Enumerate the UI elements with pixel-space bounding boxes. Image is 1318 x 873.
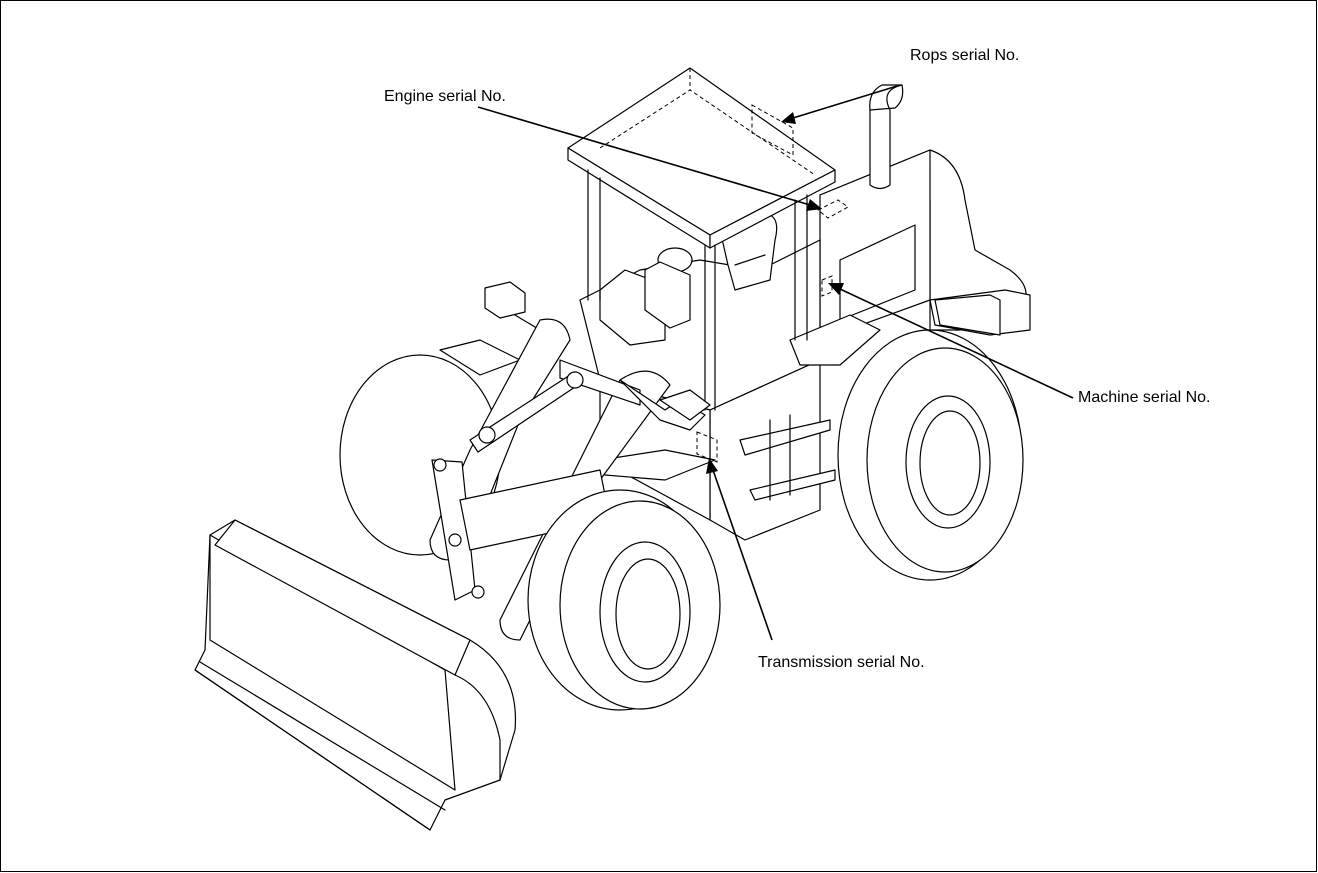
- rops-arrowhead: [781, 112, 796, 124]
- machine-arrowhead: [828, 283, 844, 295]
- rear-wheel: [837, 329, 1024, 581]
- machine-leader-line: [839, 288, 1074, 399]
- rops-serial-label: Rops serial No.: [910, 47, 1020, 64]
- machine-serial-label: Machine serial No.: [1078, 389, 1211, 406]
- engine-hood: [819, 84, 1031, 341]
- engine-serial-label: Engine serial No.: [384, 88, 506, 105]
- rops-leader-line: [792, 85, 898, 119]
- leader-lines: [477, 85, 1074, 641]
- engine-arrowhead: [806, 199, 822, 211]
- transmission-arrowhead: [706, 458, 718, 474]
- bucket: [194, 519, 517, 831]
- rops-canopy: [567, 67, 836, 411]
- front-wheel: [527, 489, 721, 711]
- transmission-leader-line: [712, 469, 773, 641]
- front-frame: [429, 281, 711, 641]
- serial-plate-markers: [696, 199, 849, 463]
- transmission-serial-label: Transmission serial No.: [758, 654, 925, 671]
- engine-leader-line: [477, 106, 811, 206]
